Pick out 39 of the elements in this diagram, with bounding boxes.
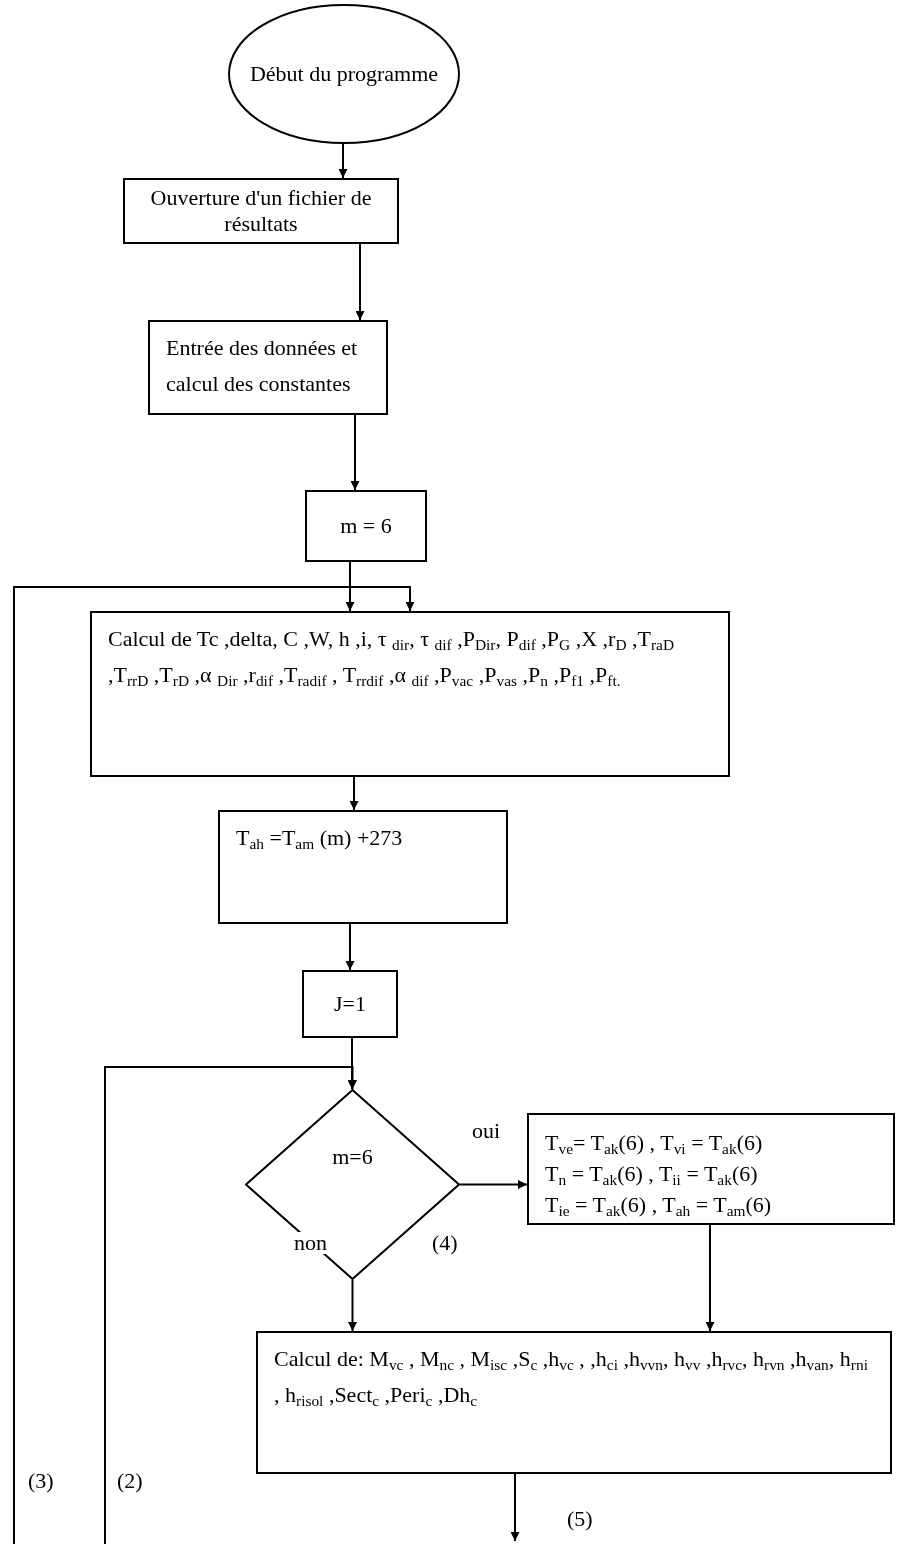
node-text: T$_{ve}$= T$_{ak}$(6) , T$_{vi}$ = T$_{ak}$(6) [545, 1129, 764, 1158]
arrow [104, 1066, 357, 1544]
arrow [338, 143, 348, 179]
decision-diamond [245, 1089, 460, 1280]
node-text: J=1 [334, 991, 366, 1017]
arrow [350, 414, 360, 491]
node-text: Début du programme [249, 61, 439, 87]
node-text: m = 6 [340, 513, 392, 539]
node-text: Entrée des données et calcul des constantes [166, 334, 359, 398]
process-box [305, 490, 427, 562]
node-text: T$_{ie}$ = T$_{ak}$(6) , T$_{ah}$ = T$_{am}$(6) [545, 1191, 773, 1220]
process-box [148, 320, 388, 415]
edge-label: (5) [565, 1508, 595, 1530]
arrow [345, 923, 355, 971]
node-text: Calcul de: M$_{vc}$ , M$_{nc}$ , M$_{isc}$ ,S$_{c}$ ,h$_{vc}$ , ,h$_{ci}$ ,h$_{vvn}$, h$_{vv}$ ,h$_{rvc}$, h$_{rvn}$ ,h$_{van}$, h$_{rni}$ , h$_{risol}$ ,Sect$_{c}$ ,Peri$_{c}$ ,Dh$_{c}$ [274, 1345, 869, 1411]
arrow [348, 1279, 357, 1332]
arrow [345, 561, 355, 612]
arrow [349, 776, 359, 811]
process-box [90, 611, 730, 777]
node-text: T$_{ah}$ =T$_{am}$ (m) +273 [236, 824, 404, 854]
process-box [527, 1113, 895, 1225]
node-text: T$_{n}$ = T$_{ak}$(6) , T$_{ii}$ = T$_{ak}$(6) [545, 1160, 759, 1189]
start-ellipse [228, 4, 460, 144]
edge-label: (2) [115, 1470, 145, 1492]
node-text: Ouverture d'un fichier de résultats [149, 185, 373, 237]
connector-number: (4) [430, 1232, 460, 1254]
edge-label: non [292, 1232, 329, 1254]
arrow [13, 586, 415, 1544]
process-box [302, 970, 398, 1038]
arrow [459, 1180, 528, 1189]
arrow [355, 243, 365, 321]
process-box [256, 1331, 892, 1474]
edge-label: (3) [26, 1470, 56, 1492]
arrow [510, 1473, 520, 1542]
process-box [123, 178, 399, 244]
process-box [218, 810, 508, 924]
node-text: Calcul de Tc ,delta, C ,W, h ,i, τ $_{dir}$, τ $_{dif}$ ,P$_{Dir}$, P$_{dif}$ ,P$_{G}$ ,X ,r$_{D}$ ,T$_{raD}$ ,T$_{rrD}$ ,T$_{rD}$ ,α $_{Dir}$ ,r$_{dif}$ ,T$_{radif}$ , T$_{rrdif}$ ,α $_{dif}$ ,P$_{vac}$ ,P$_{vas}$ ,P$_{n}$ ,P$_{f1}$ ,P$_{ft.}$ [108, 625, 676, 691]
arrow [705, 1224, 715, 1332]
node-text: m=6 [332, 1144, 373, 1170]
